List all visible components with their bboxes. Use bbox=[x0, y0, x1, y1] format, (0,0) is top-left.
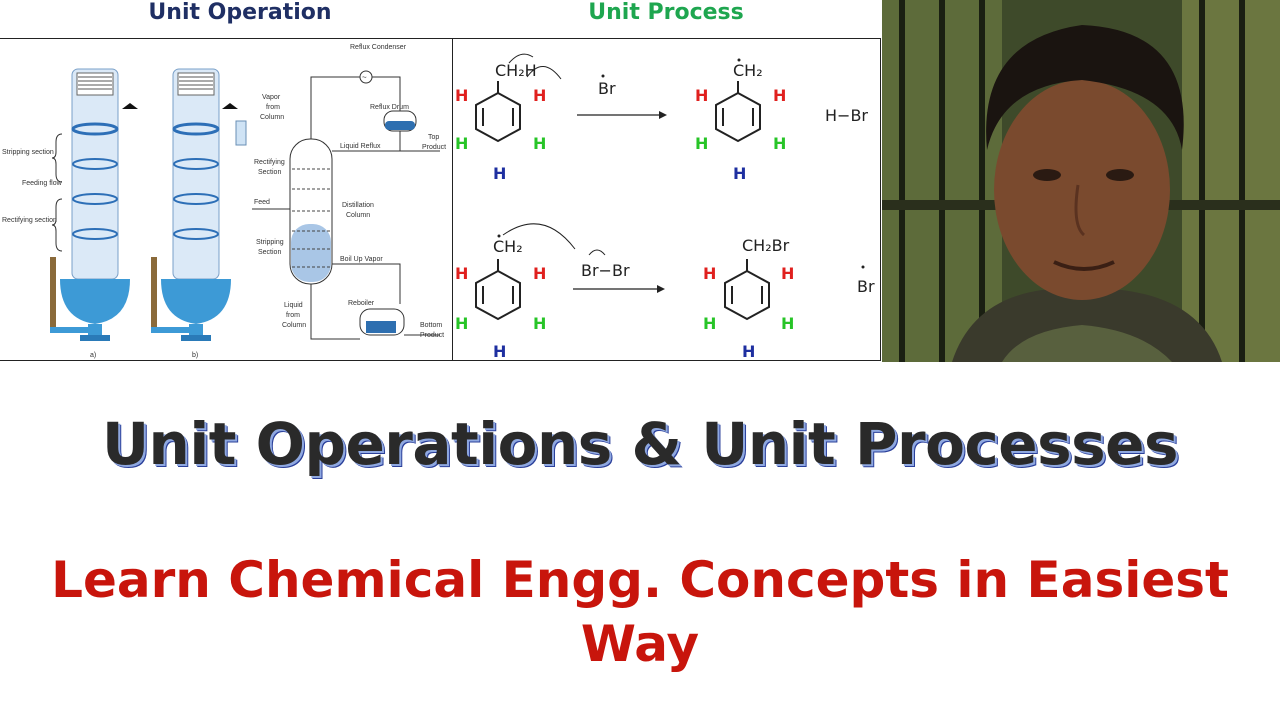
r2-product-label: CH₂Br bbox=[742, 236, 790, 255]
unit-process-panel: CH₂H Br H H H H H CH₂ H H H H H H−Br bbox=[452, 38, 881, 361]
svg-text:~: ~ bbox=[362, 73, 367, 82]
top-product-label-2: Product bbox=[422, 144, 446, 151]
r2-reagent-label: Br−Br bbox=[581, 261, 630, 280]
subtitle: Learn Chemical Engg. Concepts in Easiest… bbox=[51, 551, 1229, 673]
unit-process-header: Unit Process bbox=[588, 0, 744, 25]
r1p-h-bottom: H bbox=[733, 164, 746, 183]
distillation-label-2: Column bbox=[346, 212, 370, 219]
unit-operation-header: Unit Operation bbox=[148, 0, 332, 25]
rectifying-label-1: Rectifying bbox=[254, 159, 285, 166]
presenter-photo bbox=[882, 0, 1280, 362]
r1p-h-right-bottom: H bbox=[773, 134, 786, 153]
r2-h-left-top: H bbox=[455, 264, 468, 283]
liquid-label-1: Liquid bbox=[284, 302, 303, 309]
r1-product-label: CH₂ bbox=[733, 61, 763, 80]
r2-h-right-top: H bbox=[533, 264, 546, 283]
benzene-ring-3 bbox=[475, 259, 521, 321]
caption-a: a) bbox=[90, 352, 96, 359]
reflux-condenser-label: Reflux Condenser bbox=[350, 44, 407, 51]
r2-reactant-label: CH₂ bbox=[493, 237, 523, 256]
r1-reactant-label: CH₂H bbox=[495, 61, 537, 80]
benzene-ring-4 bbox=[724, 259, 770, 321]
top-product-label-1: Top bbox=[428, 134, 439, 141]
column-figure-a bbox=[50, 68, 138, 341]
bottom-product-label-1: Bottom bbox=[420, 322, 442, 329]
stripping-label-2: Section bbox=[258, 249, 281, 256]
r2p-h-left-bottom: H bbox=[703, 314, 716, 333]
stripping-label-1: Stripping bbox=[256, 239, 284, 246]
r2p-h-bottom: H bbox=[742, 342, 755, 359]
feeding-flow-label: Feeding flow bbox=[22, 180, 63, 187]
rectifying-label-2: Section bbox=[258, 169, 281, 176]
distillation-illustration: Stripping section Feeding flow Rectifyin… bbox=[2, 44, 446, 359]
vapor-label: Vapor bbox=[262, 94, 281, 101]
distillation-label-1: Distillation bbox=[342, 202, 374, 209]
main-title: Unit Operations & Unit Processes bbox=[101, 410, 1179, 478]
vapor-from-label: from bbox=[266, 104, 280, 111]
r2-byproduct-label: Br bbox=[857, 277, 875, 296]
r2p-h-right-top: H bbox=[781, 264, 794, 283]
presenter-portrait bbox=[882, 0, 1280, 362]
reaction-scheme: CH₂H Br H H H H H CH₂ H H H H H H−Br bbox=[455, 53, 875, 361]
r1-h-left-top: H bbox=[455, 86, 468, 105]
r1p-h-right-top: H bbox=[773, 86, 786, 105]
r2p-h-left-top: H bbox=[703, 264, 716, 283]
r1-byproduct-label: H−Br bbox=[825, 106, 868, 125]
rectifying-section-label: Rectifying section bbox=[2, 217, 57, 224]
stripping-section-label: Stripping section bbox=[2, 149, 54, 156]
unit-operation-panel: Stripping section Feeding flow Rectifyin… bbox=[0, 38, 454, 361]
distillation-schematic: ~ bbox=[252, 70, 440, 340]
r2-h-bottom: H bbox=[493, 342, 506, 359]
r1-h-right-top: H bbox=[533, 86, 546, 105]
r1-h-right-bottom: H bbox=[533, 134, 546, 153]
r1-h-left-bottom: H bbox=[455, 134, 468, 153]
r1-h-bottom: H bbox=[493, 164, 506, 183]
r1p-h-left-top: H bbox=[695, 86, 708, 105]
liquid-label-3: Column bbox=[282, 322, 306, 329]
reflux-drum-label: Reflux Drum bbox=[370, 104, 409, 111]
liquid-label-2: from bbox=[286, 312, 300, 319]
r2p-h-right-bottom: H bbox=[781, 314, 794, 333]
vapor-column-label: Column bbox=[260, 114, 284, 121]
r2-h-right-bottom: H bbox=[533, 314, 546, 333]
r1-radical-label: Br bbox=[598, 79, 616, 98]
benzene-ring-1 bbox=[475, 81, 521, 143]
r1p-h-left-bottom: H bbox=[695, 134, 708, 153]
caption-b: b) bbox=[192, 352, 198, 359]
liquid-reflux-label: Liquid Reflux bbox=[340, 143, 381, 150]
feed-label: Feed bbox=[254, 199, 270, 206]
r2-h-left-bottom: H bbox=[455, 314, 468, 333]
bottom-product-label-2: Product bbox=[420, 332, 444, 339]
reboiler-label: Reboiler bbox=[348, 300, 375, 307]
column-figure-b bbox=[151, 68, 247, 341]
boil-up-vapor-label: Boil Up Vapor bbox=[340, 256, 383, 263]
benzene-ring-2 bbox=[715, 81, 761, 143]
